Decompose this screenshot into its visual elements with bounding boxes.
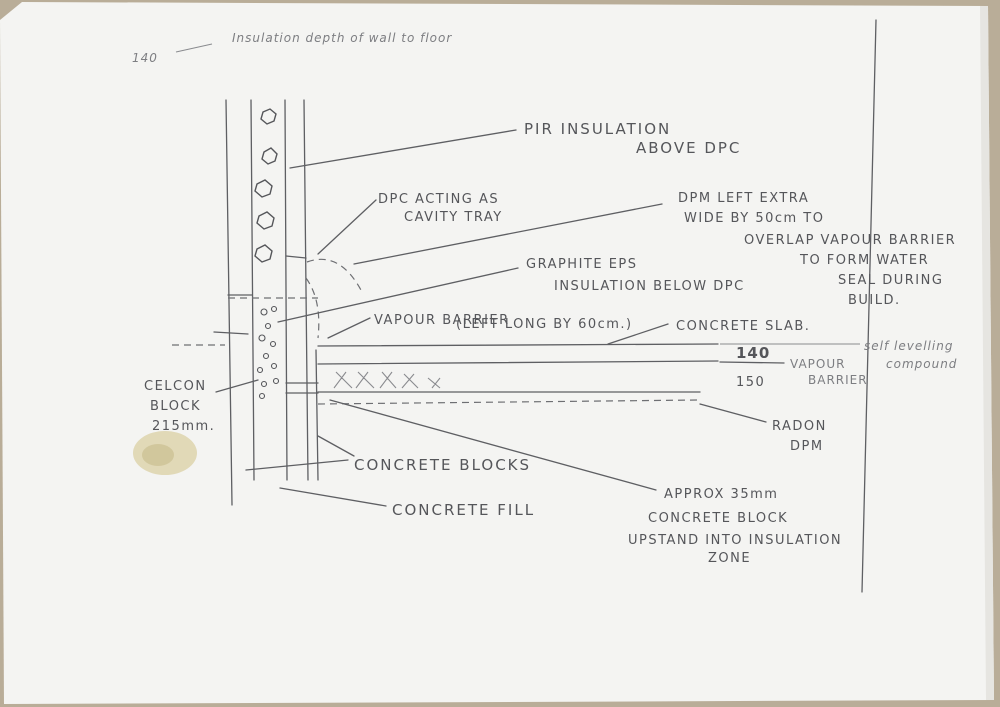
dpm-curve bbox=[305, 277, 320, 339]
label-dpm-line4: TO FORM WATER bbox=[799, 253, 929, 268]
graphite-eps-dots bbox=[256, 305, 280, 400]
label-vapour-left-line1: VAPOUR BARRIER bbox=[374, 313, 510, 328]
label-dpm-line6: BUILD. bbox=[848, 293, 901, 308]
slab-mid-line bbox=[317, 360, 719, 365]
top-note-number: 140 bbox=[132, 51, 158, 65]
label-dpc-line1: DPC ACTING AS bbox=[378, 192, 499, 207]
label-celcon-line2: BLOCK bbox=[150, 399, 201, 414]
label-self-levelling-line2: compound bbox=[886, 357, 957, 371]
label-concrete-blocks: CONCRETE BLOCKS bbox=[354, 456, 531, 474]
label-approx-line2: CONCRETE BLOCK bbox=[648, 511, 788, 526]
label-graphite-line1: GRAPHITE EPS bbox=[526, 257, 638, 272]
label-vapour-right-line2: BARRIER bbox=[808, 373, 868, 387]
label-approx-line4: ZONE bbox=[708, 551, 751, 566]
cavity-tray-curve bbox=[306, 258, 363, 293]
label-radon-line2: DPM bbox=[790, 439, 824, 454]
cavity-line bbox=[284, 99, 288, 481]
label-self-levelling-line1: self levelling bbox=[864, 339, 953, 353]
paper-shadow-edge bbox=[980, 6, 994, 700]
dimension-150: 150 bbox=[736, 375, 765, 390]
leader-lines bbox=[213, 129, 860, 507]
margin-line bbox=[861, 19, 877, 593]
label-pir-line2: ABOVE DPC bbox=[636, 139, 741, 157]
label-dpm-line3: OVERLAP VAPOUR BARRIER bbox=[744, 233, 956, 248]
inner-wall-line bbox=[303, 99, 309, 481]
top-note-text: Insulation depth of wall to floor bbox=[232, 31, 452, 45]
paper-stain-core bbox=[142, 444, 174, 466]
label-radon-line1: RADON bbox=[772, 419, 827, 434]
label-dpm-line1: DPM LEFT EXTRA bbox=[678, 191, 809, 206]
label-pir-line1: PIR INSULATION bbox=[524, 120, 671, 138]
pir-insulation-hexagons bbox=[254, 108, 278, 263]
outer-wall-line bbox=[225, 99, 233, 506]
label-vapour-right-line1: VAPOUR bbox=[790, 357, 845, 371]
block-face-line bbox=[250, 99, 255, 481]
label-dpm-line5: SEAL DURING bbox=[838, 273, 943, 288]
label-concrete-slab: CONCRETE SLAB. bbox=[676, 319, 810, 334]
label-approx-line1: APPROX 35mm bbox=[664, 487, 778, 502]
radon-dpm-dash bbox=[317, 399, 701, 405]
label-celcon-line3: 215mm. bbox=[152, 419, 215, 434]
label-concrete-fill: CONCRETE FILL bbox=[392, 501, 535, 519]
top-note-dash bbox=[175, 43, 213, 53]
dimension-140: 140 bbox=[736, 344, 770, 362]
inner-wall-line-lower bbox=[315, 349, 319, 481]
label-dpm-line2: WIDE BY 50cm TO bbox=[684, 211, 824, 226]
insulation-hatch bbox=[333, 371, 441, 389]
slab-top-line bbox=[317, 343, 719, 347]
label-graphite-line2: INSULATION BELOW DPC bbox=[554, 279, 745, 294]
label-celcon-line1: CELCON bbox=[144, 379, 207, 394]
label-dpc-line2: CAVITY TRAY bbox=[404, 210, 503, 225]
label-approx-line3: UPSTAND INTO INSULATION bbox=[628, 533, 842, 548]
label-vapour-left-line2: (LEFT LONG BY 60cm.) bbox=[456, 317, 633, 332]
dpc-tray bbox=[285, 255, 307, 259]
